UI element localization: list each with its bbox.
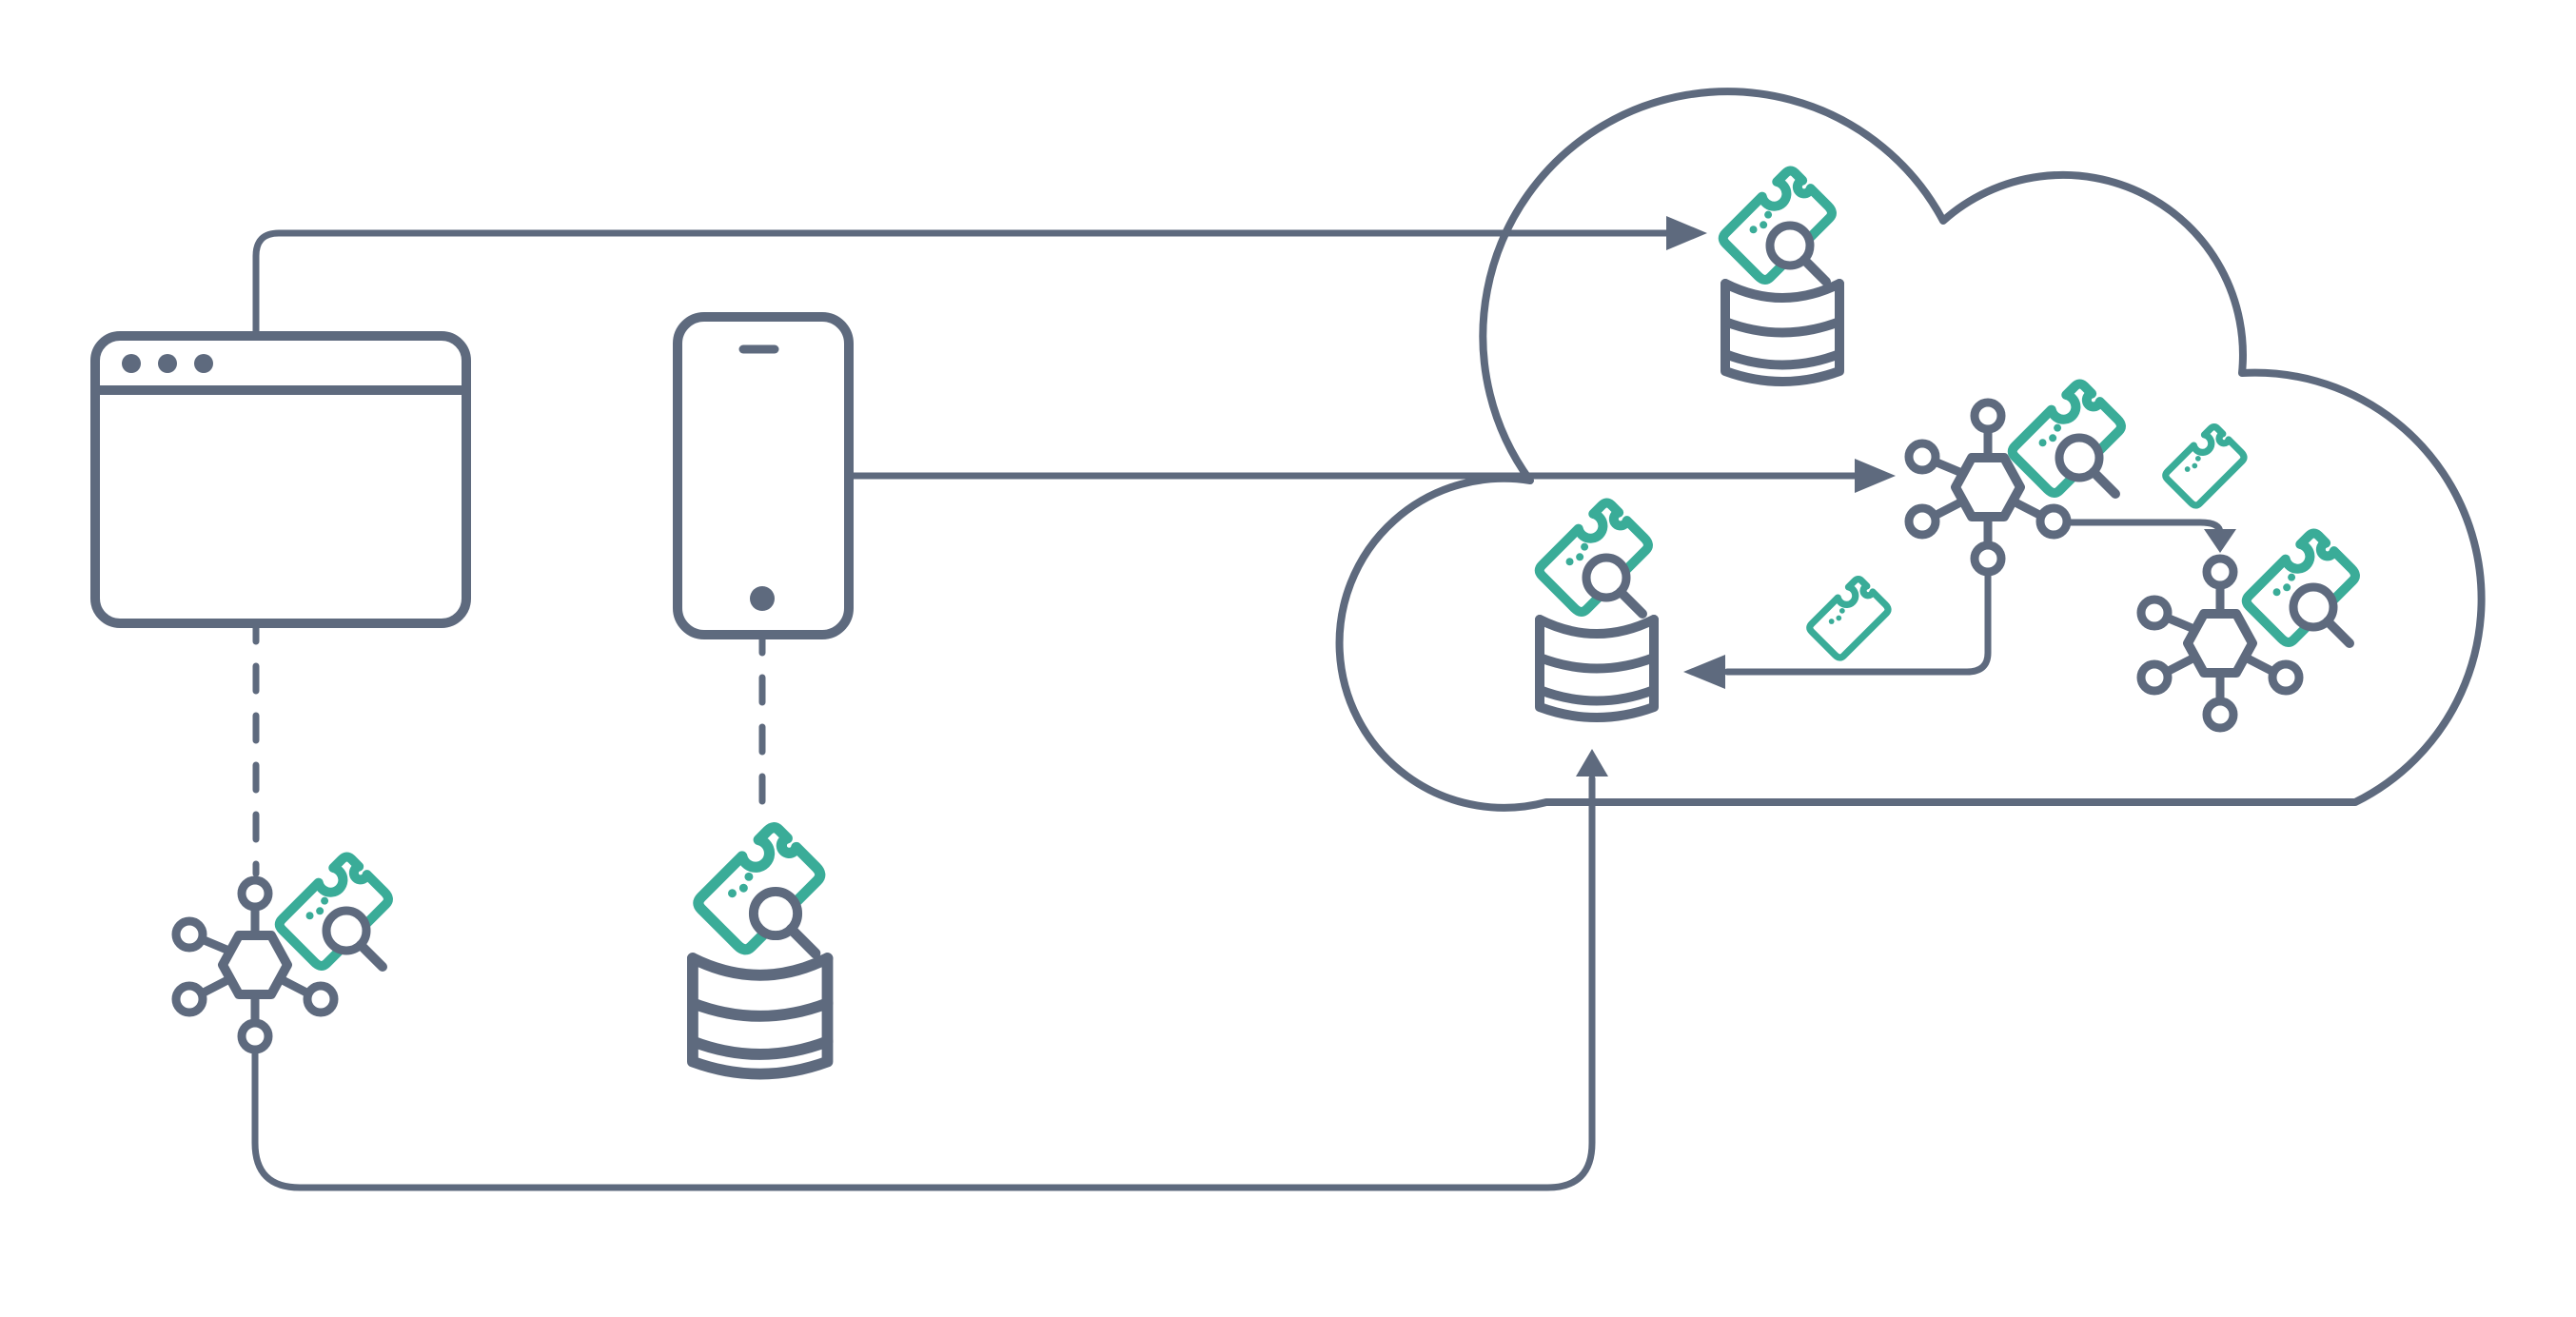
local-network-node <box>176 855 391 1050</box>
database-cylinder-icon <box>693 958 828 1074</box>
cloud-icon <box>1335 88 2486 812</box>
arrow-browser-to-cloud-db <box>252 216 1707 340</box>
arrow-local-node-to-cloud-db <box>251 749 1608 1191</box>
arrow-node-to-node <box>2064 519 2236 553</box>
browser-titlebar-dot <box>194 354 213 373</box>
cloud-db-left <box>1537 501 1654 717</box>
arrow-node-to-db <box>1683 569 1992 689</box>
browser-titlebar-dot <box>122 354 141 373</box>
mobile-phone-icon <box>673 312 854 639</box>
ticket-icon <box>2164 425 2247 508</box>
local-ticket-db <box>693 825 828 1074</box>
database-cylinder-icon <box>1725 284 1839 382</box>
browser-titlebar-dot <box>158 354 177 373</box>
cloud-node-center <box>1909 382 2124 572</box>
magnifier-icon <box>754 892 816 953</box>
arrow-phone-to-cloud-node <box>845 459 1896 493</box>
cloud-node-right <box>2141 531 2358 728</box>
phone-home-button <box>750 586 775 611</box>
database-cylinder-icon <box>1540 619 1654 717</box>
ticket-icon <box>1808 578 1891 660</box>
cloud-db-top <box>1721 168 1839 382</box>
browser-window-icon <box>90 331 471 628</box>
